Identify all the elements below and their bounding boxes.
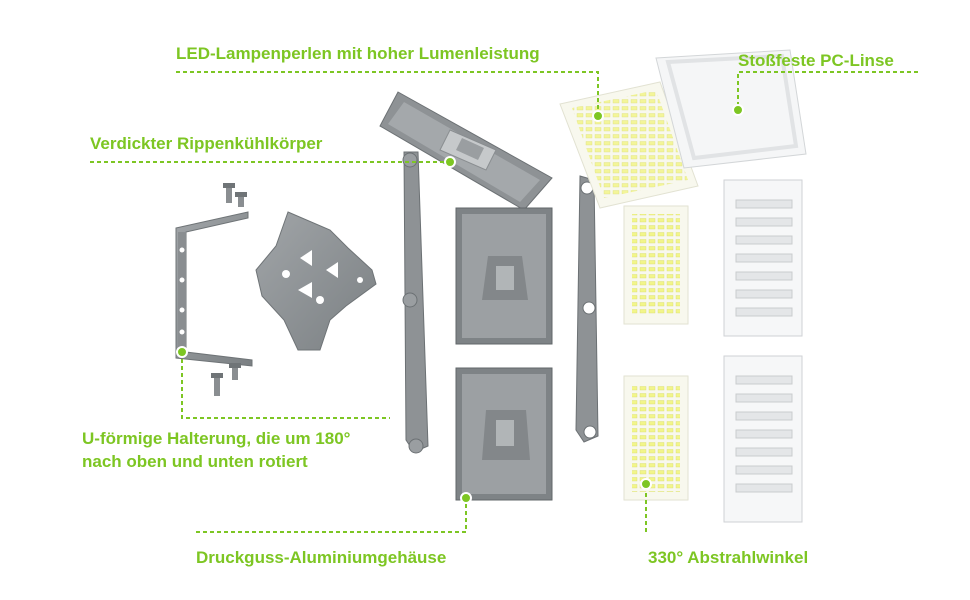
pc-lens-tilted — [655, 49, 807, 169]
housing-module-lower — [455, 367, 553, 501]
bolt-icon — [211, 363, 241, 396]
callout-dot-bracket — [176, 346, 188, 358]
side-arm-left — [402, 151, 429, 454]
side-arm-right — [575, 175, 599, 443]
callout-line-pc-lens — [737, 71, 918, 108]
u-bracket — [175, 211, 253, 367]
label-led-beads: LED-Lampenperlen mit hoher Lumenleistung — [176, 44, 540, 63]
label-beam-angle: 330° Abstrahlwinkel — [648, 548, 809, 567]
led-board-upper — [623, 205, 689, 325]
label-bracket-line2: nach oben und unten rotiert — [82, 452, 308, 471]
callout-dot-housing — [460, 492, 472, 504]
callout-dot-pc-lens — [732, 104, 744, 116]
callout-dot-beam-angle — [640, 478, 652, 490]
label-housing: Druckguss-Aluminiumgehäuse — [196, 548, 447, 567]
pc-lens-upper — [723, 179, 803, 337]
callout-line-led-beads — [176, 71, 599, 114]
callout-dot-led-beads — [592, 110, 604, 122]
label-bracket-line1: U-förmige Halterung, die um 180° — [82, 429, 351, 448]
pc-lens-lower — [723, 355, 803, 523]
callout-line-housing — [196, 498, 467, 533]
callout-lines — [90, 71, 918, 533]
label-heatsink: Verdickter Rippenkühlkörper — [90, 134, 323, 153]
housing-module-upper — [455, 207, 553, 345]
screw-icon — [223, 183, 247, 207]
callout-line-bracket — [181, 352, 390, 419]
mounting-plate — [255, 211, 377, 351]
led-board-lower — [623, 375, 689, 501]
callout-dot-heatsink — [444, 156, 456, 168]
callout-dots — [176, 104, 744, 504]
label-pc-lens: Stoßfeste PC-Linse — [738, 51, 894, 70]
